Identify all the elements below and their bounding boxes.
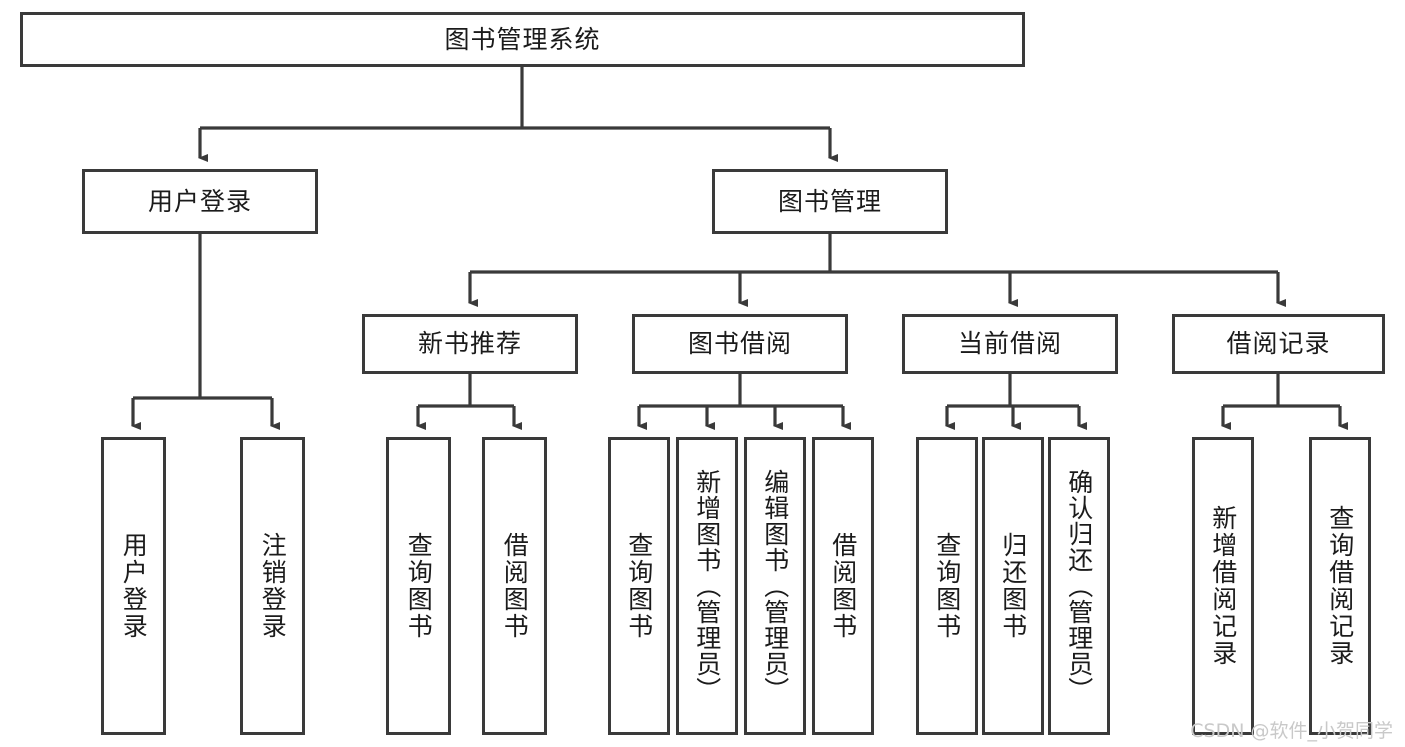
node-label: 图书管理系统: [444, 24, 601, 54]
leaf-recommend-query-book[interactable]: 查询图书: [386, 437, 451, 735]
leaf-current-confirm-return-admin[interactable]: 确认归还（管理员）: [1048, 437, 1110, 735]
node-label: 归还图书: [998, 532, 1028, 640]
node-label: 查询图书: [404, 532, 434, 640]
node-label: 查询借阅记录: [1325, 505, 1355, 667]
leaf-record-add-record[interactable]: 新增借阅记录: [1192, 437, 1254, 735]
leaf-recommend-borrow-book[interactable]: 借阅图书: [482, 437, 547, 735]
leaf-record-query-record[interactable]: 查询借阅记录: [1309, 437, 1371, 735]
node-current-borrow[interactable]: 当前借阅: [902, 314, 1118, 374]
leaf-current-query-book[interactable]: 查询图书: [916, 437, 978, 735]
leaf-user-login-signin[interactable]: 用户登录: [101, 437, 166, 735]
node-label: 当前借阅: [957, 329, 1062, 359]
leaf-borrow-add-book-admin[interactable]: 新增图书（管理员）: [676, 437, 738, 735]
csdn-watermark: CSDN @软件_小贺同学: [1190, 720, 1393, 742]
node-label: 注销登录: [258, 532, 288, 640]
node-book-borrow[interactable]: 图书借阅: [632, 314, 848, 374]
leaf-borrow-query-book[interactable]: 查询图书: [608, 437, 670, 735]
node-label: 查询图书: [624, 532, 654, 640]
leaf-user-login-signout[interactable]: 注销登录: [240, 437, 305, 735]
node-label: 编辑图书（管理员）: [760, 469, 790, 703]
leaf-current-return-book[interactable]: 归还图书: [982, 437, 1044, 735]
node-label: 图书借阅: [687, 329, 792, 359]
node-label: 借阅图书: [500, 532, 530, 640]
node-label: 新书推荐: [417, 329, 522, 359]
node-label: 查询图书: [932, 532, 962, 640]
node-root-system[interactable]: 图书管理系统: [20, 12, 1025, 67]
node-borrow-record[interactable]: 借阅记录: [1172, 314, 1385, 374]
leaf-borrow-edit-book-admin[interactable]: 编辑图书（管理员）: [744, 437, 806, 735]
leaf-borrow-borrow-book[interactable]: 借阅图书: [812, 437, 874, 735]
node-label: 图书管理: [777, 186, 882, 216]
node-label: 用户登录: [119, 532, 149, 640]
node-label: 新增借阅记录: [1208, 505, 1238, 667]
node-label: 新增图书（管理员）: [692, 469, 722, 703]
node-label: 借阅图书: [828, 532, 858, 640]
node-new-book-recommend[interactable]: 新书推荐: [362, 314, 578, 374]
node-user-login[interactable]: 用户登录: [82, 169, 318, 234]
node-label: 用户登录: [147, 186, 252, 216]
node-label: 借阅记录: [1226, 329, 1331, 359]
node-book-management[interactable]: 图书管理: [712, 169, 948, 234]
node-label: 确认归还（管理员）: [1064, 469, 1094, 703]
